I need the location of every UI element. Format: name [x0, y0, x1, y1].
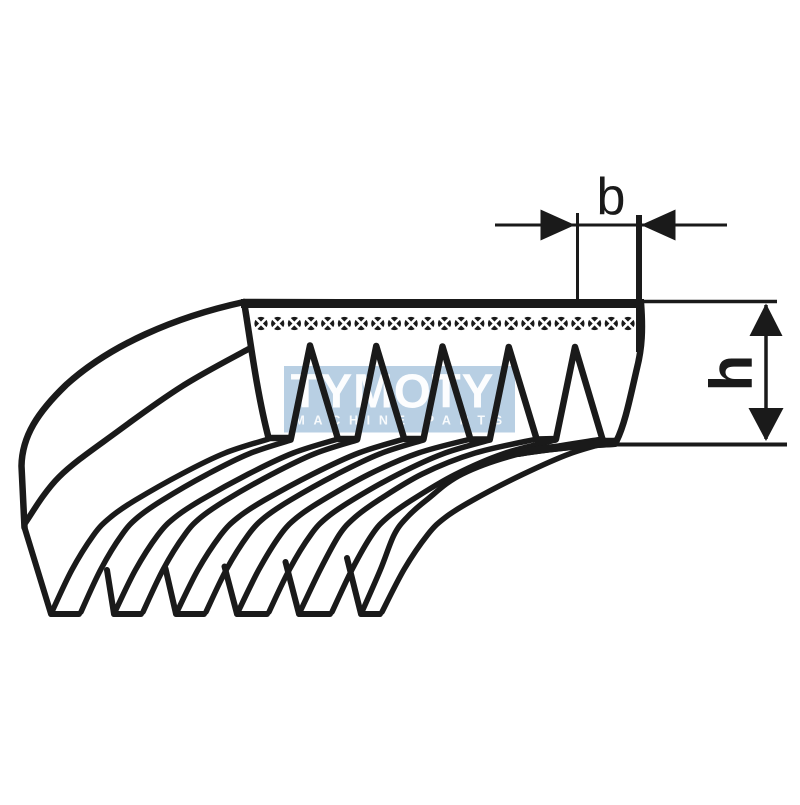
svg-text:h: h	[698, 355, 765, 392]
svg-text:b: b	[597, 168, 626, 226]
